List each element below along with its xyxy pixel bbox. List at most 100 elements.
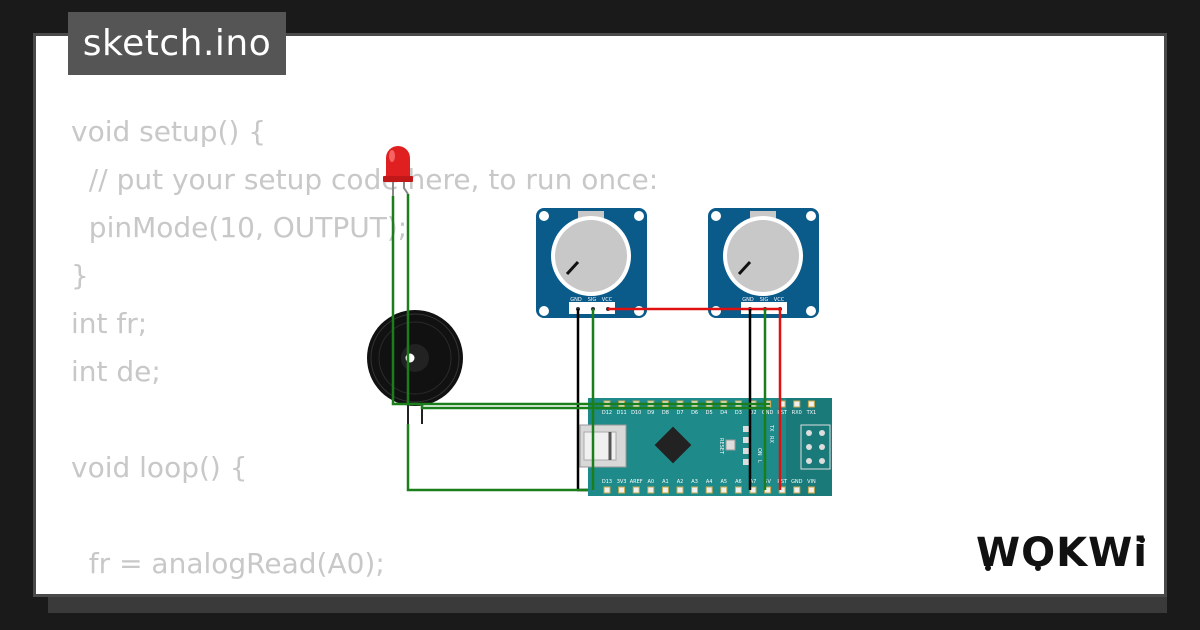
wires (391, 194, 782, 492)
led-label: RX (768, 436, 774, 443)
nano-top-pin-pad[interactable] (807, 400, 815, 408)
nano-top-pin-label: RX0 (792, 410, 802, 416)
mount-hole (806, 211, 816, 221)
nano-top-pin-label: D2 (749, 410, 756, 416)
nano-top-pin-label: D4 (720, 410, 727, 416)
nano-bottom-pin-label: A0 (647, 479, 654, 485)
pot-indicator (565, 260, 580, 276)
code-line: pinMode(10, OUTPUT); (71, 211, 408, 244)
nano-bottom-pin-pad[interactable] (734, 486, 742, 494)
nano-top-pin-pad[interactable] (793, 400, 801, 408)
led-label: L (756, 460, 762, 463)
nano-bottom-pin-label: A4 (706, 479, 713, 485)
board-led (743, 448, 751, 454)
nano-top-pin-label: D5 (706, 410, 713, 416)
wire-vcc[interactable] (608, 307, 782, 490)
pot-pin-label: GND (742, 297, 754, 303)
wokwi-logo-text: WOKWi (976, 530, 1148, 576)
nano-top-pin-label: D12 (602, 410, 612, 416)
icsp-pin (819, 444, 825, 450)
nano-top-pin-label: D8 (662, 410, 669, 416)
nano-bottom-pin-label: A6 (735, 479, 742, 485)
red-led[interactable] (383, 146, 413, 196)
nano-bottom-pin-pad[interactable] (618, 486, 626, 494)
file-tab[interactable]: sketch.ino (68, 12, 286, 75)
nano-bottom-pin-label: 3V3 (617, 479, 627, 485)
nano-bottom-pin-label: AREF (630, 479, 643, 485)
mount-hole (539, 211, 549, 221)
nano-bottom-pin-label: A1 (662, 479, 669, 485)
nano-bottom-pin-pad[interactable] (720, 486, 728, 494)
nano-bottom-pin-label: A2 (677, 479, 684, 485)
pot-pin-label: SIG (760, 297, 769, 303)
led-label: TX (768, 424, 774, 432)
code-line: void setup() { (71, 115, 267, 148)
board-led (743, 437, 751, 443)
nano-bottom-pin-pad[interactable] (807, 486, 815, 494)
code-line: int fr; (71, 307, 148, 340)
nano-top-pin-label: D7 (676, 410, 683, 416)
nano-bottom-pin-pad[interactable] (691, 486, 699, 494)
pot-pin-label: VCC (774, 297, 785, 303)
mount-hole (539, 306, 549, 316)
pot-shaft-mount (750, 211, 776, 219)
nano-bottom-pin-pad[interactable] (632, 486, 640, 494)
logo-dot (1035, 565, 1041, 571)
nano-bottom-pin-label: 5V (764, 479, 771, 485)
nano-bottom-pin-pad[interactable] (647, 486, 655, 494)
nano-bottom-pin-label: RST (777, 479, 788, 485)
mcu-chip (654, 426, 692, 464)
pot-shaft-mount (578, 211, 604, 219)
wokwi-logo: WOKWi (976, 530, 1148, 576)
nano-bottom-pin-label: VIN (807, 479, 816, 485)
nano-bottom-pin-label: A5 (720, 479, 727, 485)
led-body (386, 146, 410, 178)
wire-led-d10[interactable] (391, 196, 770, 406)
nano-bottom-pin-pad[interactable] (676, 486, 684, 494)
nano-bottom-pin-pad[interactable] (705, 486, 713, 494)
potentiometer-1[interactable]: GND SIG VCC (536, 208, 647, 318)
code-line: void loop() { (71, 451, 248, 484)
nano-top-pin-label: GND (762, 410, 774, 416)
code-line: int de; (71, 355, 161, 388)
reset-button[interactable] (725, 439, 736, 451)
nano-bottom-pin-pad[interactable] (793, 486, 801, 494)
led-label: ON (756, 448, 762, 456)
code-preview: void setup() { // put your setup code he… (71, 108, 658, 594)
wire-buzzer-gnd[interactable] (406, 424, 588, 492)
pot-pin-label: VCC (602, 297, 613, 303)
buzzer-ring (370, 313, 460, 403)
nano-bottom-pin-label: GND (791, 479, 803, 485)
icsp-header (800, 424, 831, 470)
nano-top-pin-label: D6 (691, 410, 698, 416)
pot-knob[interactable] (555, 220, 627, 292)
icsp-pin (819, 430, 825, 436)
pot-knob[interactable] (727, 220, 799, 292)
nano-top-pin-label: D11 (616, 410, 626, 416)
nano-bottom-pin-pad[interactable] (661, 486, 669, 494)
nano-bottom-pin-pad[interactable] (603, 486, 611, 494)
icsp-pin (819, 458, 825, 464)
code-line: } (71, 259, 89, 292)
icsp-pin (806, 444, 812, 450)
nano-top-pin-label: D10 (631, 410, 641, 416)
page-shadow (48, 597, 1167, 613)
potentiometer-2[interactable]: GND SIG VCC (708, 208, 819, 318)
pot-pin-label: SIG (588, 297, 597, 303)
nano-bottom-pin-label: A7 (750, 479, 757, 485)
logo-dot (985, 565, 991, 571)
wire-buzzer-signal[interactable] (420, 404, 770, 410)
nano-top-pin-label: TX1 (806, 410, 817, 416)
nano-bottom-pin-label: A3 (691, 479, 698, 485)
led-base (383, 176, 413, 182)
nano-top-pin-label: D3 (735, 410, 742, 416)
icsp-pin (806, 430, 812, 436)
code-line: fr = analogRead(A0); (71, 547, 385, 580)
led-leg (403, 182, 409, 195)
pot-indicator (737, 260, 752, 276)
mount-hole (634, 211, 644, 221)
reset-label: RESET (718, 438, 724, 455)
